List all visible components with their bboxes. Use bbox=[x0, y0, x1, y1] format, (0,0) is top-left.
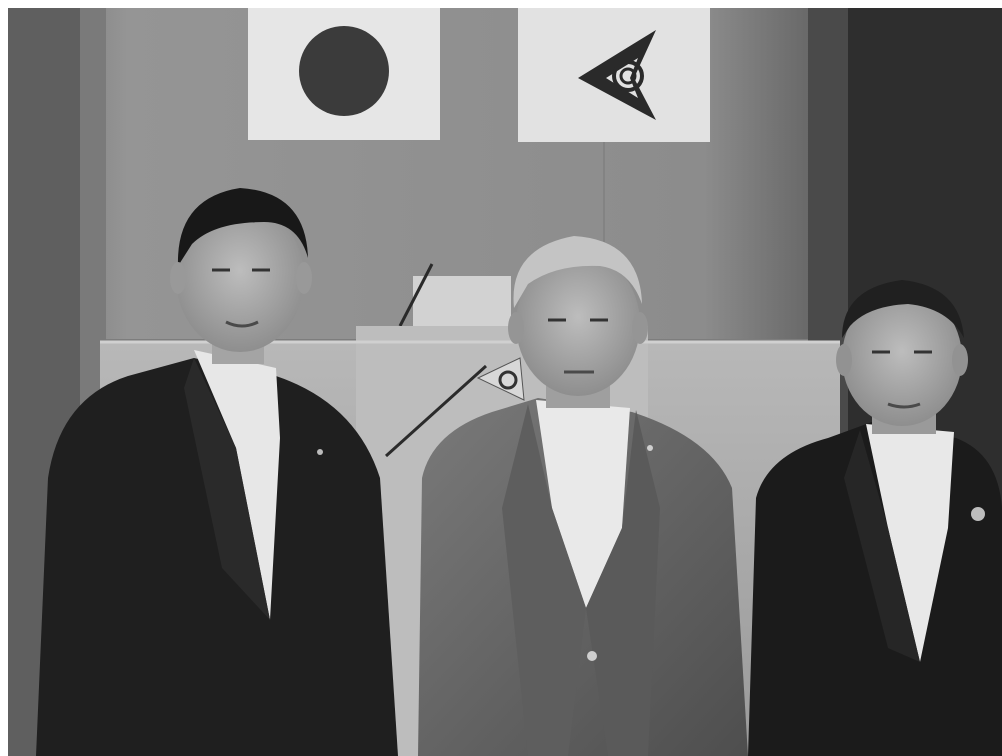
man-center-lapel-right bbox=[586, 410, 660, 756]
man-right-ear bbox=[952, 344, 968, 376]
man-left-pin bbox=[317, 449, 323, 455]
man-center-pin bbox=[647, 445, 653, 451]
man-left bbox=[36, 188, 398, 756]
man-center bbox=[418, 236, 748, 756]
man-left-ear bbox=[170, 262, 186, 294]
man-left-hair bbox=[177, 188, 308, 266]
rostrum-top bbox=[413, 276, 511, 328]
man-left-ear bbox=[296, 262, 312, 294]
group-photo bbox=[8, 8, 1002, 756]
man-left-suit bbox=[36, 358, 398, 756]
flag-disc bbox=[299, 26, 389, 116]
emblem-logo bbox=[578, 30, 656, 120]
desk-microphone bbox=[384, 364, 488, 458]
man-left-lapel bbox=[184, 358, 270, 620]
rostrum-microphone bbox=[398, 263, 434, 327]
man-center-ear bbox=[632, 312, 648, 344]
man-right-lapel bbox=[844, 430, 920, 662]
man-center-ear bbox=[508, 312, 524, 344]
man-left-mouth bbox=[225, 320, 259, 328]
man-right bbox=[748, 280, 1002, 756]
photo-scene bbox=[8, 8, 1002, 756]
man-right-badge bbox=[971, 507, 985, 521]
man-right-shirt bbox=[866, 424, 954, 662]
man-center-button bbox=[587, 651, 597, 661]
man-center-lapel-left bbox=[502, 404, 586, 756]
man-center-shirt bbox=[536, 400, 630, 608]
man-right-ear bbox=[836, 344, 852, 376]
man-center-face bbox=[516, 252, 640, 396]
man-left-shirt bbox=[194, 350, 280, 620]
man-right-hair bbox=[842, 280, 964, 338]
man-right-face bbox=[842, 290, 962, 426]
pennant-emblem bbox=[498, 370, 518, 390]
man-left-face bbox=[176, 204, 304, 352]
man-center-hair bbox=[513, 236, 642, 308]
man-right-mouth bbox=[887, 402, 921, 409]
